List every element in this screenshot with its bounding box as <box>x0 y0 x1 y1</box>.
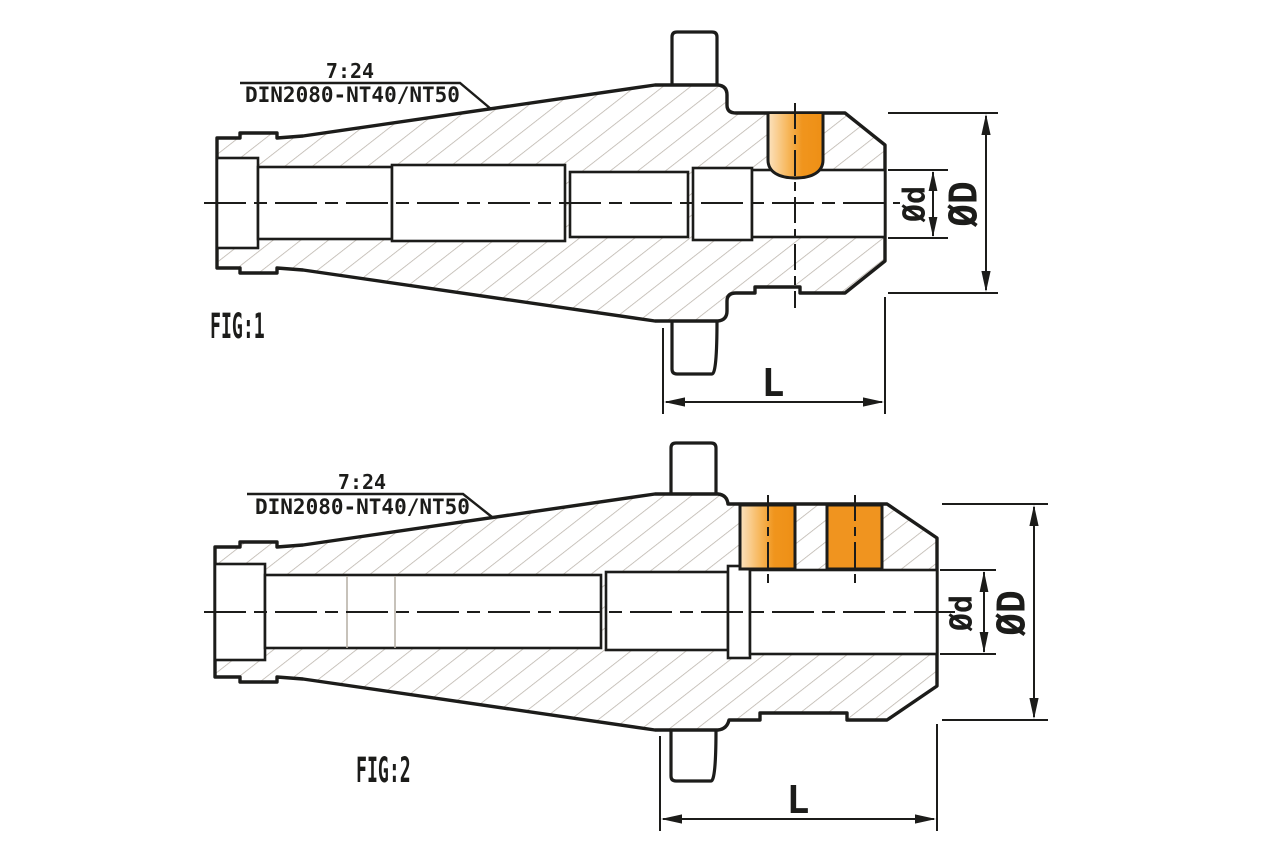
fig1-caption: FIG:1 <box>210 305 265 346</box>
fig2-bottom-drive-key <box>669 728 718 783</box>
fig2-dim-inner-diameter-label: Ød <box>945 595 980 632</box>
fig1-dim-outer-diameter-label: ØD <box>942 181 986 228</box>
figure-1: 7:24 DIN2080-NT40/NT50 Ød ØD L FI <box>204 30 998 414</box>
fig2-dim-outer-arrow-up <box>1029 505 1039 526</box>
fig2-dim-length <box>659 724 938 831</box>
fig1-dim-inner-diameter-label: Ød <box>898 186 933 223</box>
fig2-dim-length-label: L <box>787 778 810 822</box>
fig2-dim-outer-arrow-down <box>1029 698 1039 719</box>
fig1-dim-inner-arrow-up <box>928 171 938 191</box>
fig1-standard-label: DIN2080-NT40/NT50 <box>245 83 460 107</box>
fig1-dim-length <box>662 297 886 414</box>
fig1-leader-line <box>240 81 492 110</box>
fig2-dim-inner-arrow-down <box>979 632 989 653</box>
fig1-top-drive-key <box>670 30 719 86</box>
fig2-dim-length-arrow-left <box>661 814 682 824</box>
fig2-dim-inner-arrow-up <box>979 571 989 592</box>
fig1-dim-length-label: L <box>762 361 785 405</box>
fig1-dim-outer-arrow-down <box>981 271 991 292</box>
fig1-dim-length-arrow-right <box>863 397 884 407</box>
fig2-dim-outer-diameter-label: ØD <box>990 590 1034 637</box>
fig2-taper-ratio-label: 7:24 <box>338 470 386 494</box>
fig1-dim-length-arrow-left <box>664 397 685 407</box>
fig2-top-drive-key <box>669 441 718 495</box>
fig1-taper-ratio-label: 7:24 <box>326 59 374 83</box>
fig1-dim-inner-arrow-down <box>928 217 938 237</box>
fig2-dim-outer-diameter <box>942 503 1048 721</box>
fig2-caption: FIG:2 <box>356 749 411 790</box>
figure-2: 7:24 DIN2080-NT40/NT50 Ød ØD L FI <box>204 441 1048 831</box>
fig2-leader-line <box>247 492 493 518</box>
fig1-dim-outer-arrow-up <box>981 114 991 135</box>
fig1-dim-outer-diameter <box>888 112 998 294</box>
fig2-standard-label: DIN2080-NT40/NT50 <box>255 495 470 519</box>
fig1-bottom-drive-key <box>670 319 719 376</box>
fig2-dim-length-arrow-right <box>915 814 936 824</box>
fig1-orange-insert <box>766 114 825 180</box>
